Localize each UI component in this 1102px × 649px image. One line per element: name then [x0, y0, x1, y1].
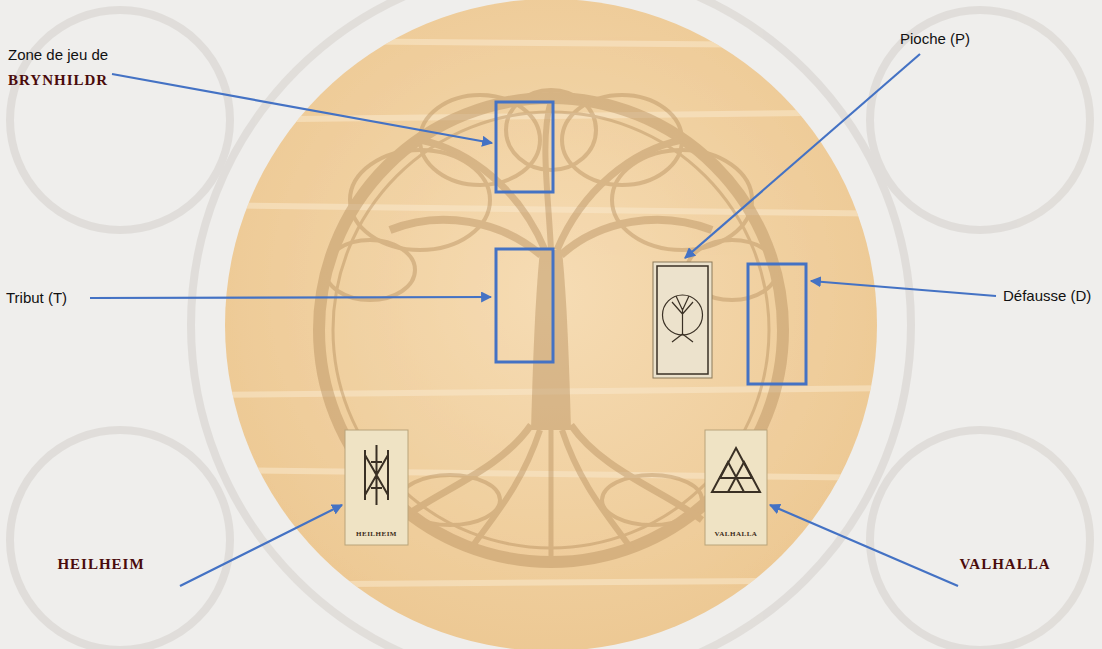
tribut-zone	[496, 249, 553, 362]
heilheim-card	[345, 430, 408, 545]
leader-arrow	[112, 74, 492, 143]
leader-arrow	[770, 505, 958, 586]
leader-arrow	[811, 281, 996, 296]
tree-of-life	[319, 90, 783, 562]
zone-label: Tribut (T)	[6, 289, 86, 306]
card-title: HEILHEIM	[356, 530, 397, 538]
zone-label: Défausse (D)	[1003, 287, 1097, 304]
realm-label: HEILHEIM	[46, 556, 156, 573]
brynhildr-zone	[496, 102, 553, 192]
wood-grain	[200, 40, 900, 585]
leader-arrow	[90, 297, 491, 298]
background-knotwork	[10, 0, 1090, 649]
zone-label: Pioche (P)	[900, 30, 990, 47]
leader-arrows	[90, 54, 996, 586]
realm-label: BRYNHILDR	[8, 72, 108, 89]
card-title: VALHALLA	[715, 530, 758, 538]
wooden-board	[225, 0, 877, 649]
leader-arrow	[685, 54, 920, 258]
leader-arrow	[180, 505, 342, 586]
realm-label: VALHALLA	[950, 556, 1060, 573]
zone-frames	[496, 102, 806, 384]
realm-card: VALHALLA	[705, 430, 767, 545]
realm-card: HEILHEIM	[345, 430, 408, 545]
defausse-zone	[748, 264, 806, 384]
zone-label: Zone de jeu de	[8, 46, 108, 63]
draw-pile-card	[653, 262, 712, 378]
valhalla-card	[705, 430, 767, 545]
